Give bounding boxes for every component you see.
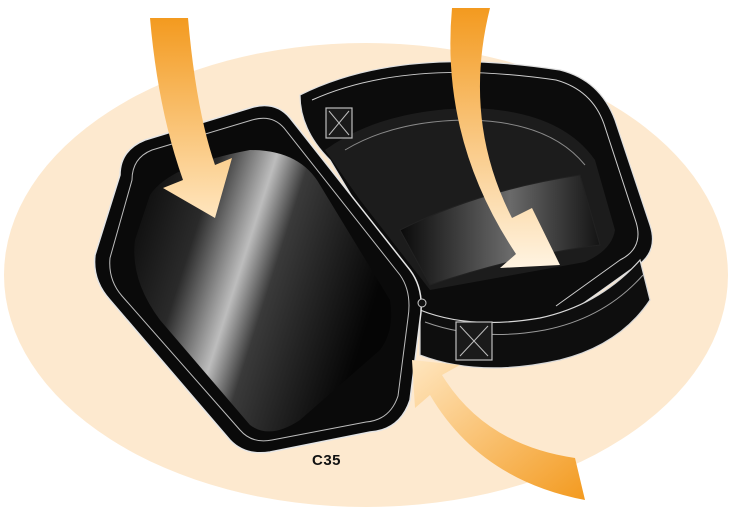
figure-label: C35 [312,452,341,469]
x-box-icon [326,108,352,138]
x-box-icon [456,322,492,360]
